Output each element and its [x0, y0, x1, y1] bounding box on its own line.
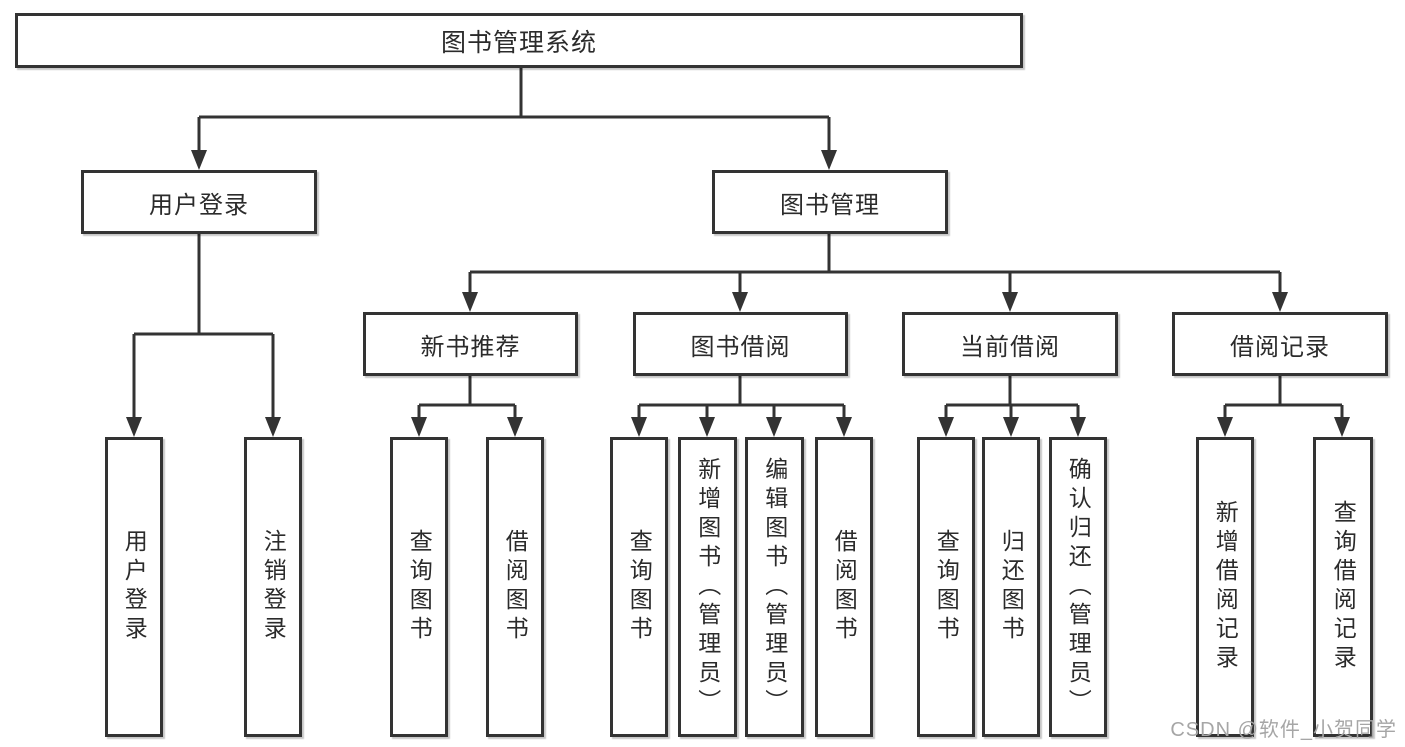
leaf-borrow-books-recommend: 借阅图书	[486, 437, 544, 737]
node-current-borrowing-label: 当前借阅	[960, 333, 1060, 361]
leaf-add-books-admin-label: 新增图书（管理员）	[694, 456, 721, 718]
leaf-confirm-return-admin-label: 确认归还（管理员）	[1065, 456, 1092, 718]
leaf-query-books-current: 查询图书	[917, 437, 975, 737]
leaf-logout-login-label: 注销登录	[260, 529, 287, 645]
leaf-query-books-recommend: 查询图书	[390, 437, 448, 737]
leaf-add-borrow-record-label: 新增借阅记录	[1212, 500, 1239, 674]
leaf-query-books-current-label: 查询图书	[933, 529, 960, 645]
leaf-edit-books-admin: 编辑图书（管理员）	[745, 437, 804, 737]
node-library-system: 图书管理系统	[15, 13, 1023, 68]
leaf-confirm-return-admin: 确认归还（管理员）	[1049, 437, 1107, 737]
node-current-borrowing: 当前借阅	[902, 312, 1118, 376]
leaf-add-books-admin: 新增图书（管理员）	[678, 437, 737, 737]
leaf-user-login: 用户登录	[105, 437, 163, 737]
node-user-login-label: 用户登录	[149, 191, 249, 219]
arrowhead-icons	[126, 150, 1350, 437]
node-borrowing-records: 借阅记录	[1172, 312, 1388, 376]
csdn-watermark: CSDN @软件_小贺同学	[1170, 719, 1397, 741]
leaf-query-borrow-record-label: 查询借阅记录	[1330, 500, 1357, 674]
leaf-borrow-books-recommend-label: 借阅图书	[502, 529, 529, 645]
node-new-book-recommend-label: 新书推荐	[420, 333, 521, 361]
leaf-edit-books-admin-label: 编辑图书（管理员）	[761, 456, 788, 718]
leaf-query-books-recommend-label: 查询图书	[406, 529, 433, 645]
leaf-user-login-label: 用户登录	[121, 529, 148, 645]
node-borrowing-records-label: 借阅记录	[1230, 333, 1330, 361]
leaf-logout-login: 注销登录	[244, 437, 302, 737]
node-book-management-label: 图书管理	[780, 191, 880, 219]
node-book-borrowing-label: 图书借阅	[690, 333, 791, 361]
leaf-add-borrow-record: 新增借阅记录	[1196, 437, 1254, 737]
leaf-borrow-books-borrowing: 借阅图书	[815, 437, 873, 737]
leaf-borrow-books-borrowing-label: 借阅图书	[831, 529, 858, 645]
node-new-book-recommend: 新书推荐	[363, 312, 578, 376]
leaf-query-borrow-record: 查询借阅记录	[1313, 437, 1373, 737]
node-book-management: 图书管理	[712, 170, 948, 234]
leaf-query-books-borrowing: 查询图书	[610, 437, 668, 737]
leaf-query-books-borrowing-label: 查询图书	[626, 529, 653, 645]
leaf-return-books: 归还图书	[982, 437, 1040, 737]
node-book-borrowing: 图书借阅	[633, 312, 848, 376]
node-library-system-label: 图书管理系统	[440, 28, 597, 57]
tree-edges	[132, 67, 1344, 419]
node-user-login: 用户登录	[81, 170, 317, 234]
leaf-return-books-label: 归还图书	[998, 529, 1025, 645]
